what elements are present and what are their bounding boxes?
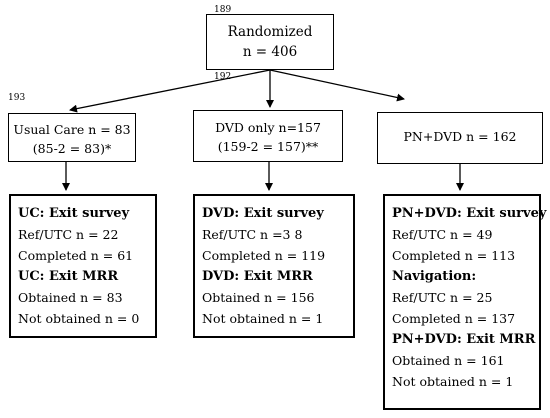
- pn-ref-utc: Ref/UTC n = 49: [392, 227, 493, 242]
- usual-care-calc: (85-2 = 83)*: [32, 141, 112, 156]
- pn-exit-survey-heading: PN+DVD: Exit survey: [392, 206, 547, 221]
- dvd-exit-mrr-heading: DVD: Exit MRR: [202, 269, 313, 284]
- arrow-to-pn-dvd: [269, 69, 405, 102]
- uc-obtained: Obtained n = 83: [18, 290, 123, 305]
- randomized-box: Randomized n = 406: [206, 14, 334, 70]
- randomized-title: Randomized: [227, 24, 313, 40]
- pn-nav-completed: Completed n = 137: [392, 311, 516, 326]
- dvd-exit-survey-heading: DVD: Exit survey: [202, 206, 324, 221]
- pn-nav-ref-utc: Ref/UTC n = 25: [392, 290, 493, 305]
- dvd-only-calc: (159-2 = 157)**: [217, 139, 319, 154]
- pn-obtained: Obtained n = 161: [392, 353, 505, 368]
- dvd-obtained: Obtained n = 156: [202, 290, 315, 305]
- dvd-only-label: DVD only n=157: [215, 120, 321, 135]
- pn-dvd-box: PN+DVD n = 162: [377, 112, 543, 164]
- arrow-to-usual-care: [69, 69, 271, 113]
- dvd-only-box: DVD only n=157 (159-2 = 157)**: [193, 110, 343, 162]
- dvd-detail-box: DVD: Exit survey Ref/UTC n =3 8 Complete…: [193, 194, 355, 338]
- uc-detail-box: UC: Exit survey Ref/UTC n = 22 Completed…: [9, 194, 157, 338]
- pn-completed: Completed n = 113: [392, 248, 516, 263]
- usual-care-box: Usual Care n = 83 (85-2 = 83)*: [8, 113, 136, 162]
- pn-dvd-detail-box: PN+DVD: Exit survey Ref/UTC n = 49 Compl…: [383, 194, 547, 410]
- uc-exit-mrr-heading: UC: Exit MRR: [18, 269, 119, 284]
- pn-exit-mrr-heading: PN+DVD: Exit MRR: [392, 332, 536, 347]
- dvd-ref-utc: Ref/UTC n =3 8: [202, 227, 303, 242]
- randomized-count: n = 406: [242, 44, 298, 60]
- dvd-not-obtained: Not obtained n = 1: [202, 311, 324, 326]
- uc-completed: Completed n = 61: [18, 248, 134, 263]
- uc-exit-survey-heading: UC: Exit survey: [18, 206, 130, 221]
- uc-not-obtained: Not obtained n = 0: [18, 311, 140, 326]
- pn-dvd-label: PN+DVD n = 162: [403, 129, 517, 144]
- line-number-189: 189: [214, 5, 232, 15]
- usual-care-label: Usual Care n = 83: [13, 122, 131, 137]
- uc-ref-utc: Ref/UTC n = 22: [18, 227, 119, 242]
- pn-not-obtained: Not obtained n = 1: [392, 374, 514, 389]
- dvd-completed: Completed n = 119: [202, 248, 326, 263]
- line-number-192: 192: [214, 72, 232, 82]
- line-number-193: 193: [8, 93, 26, 103]
- pn-navigation-heading: Navigation:: [392, 269, 477, 284]
